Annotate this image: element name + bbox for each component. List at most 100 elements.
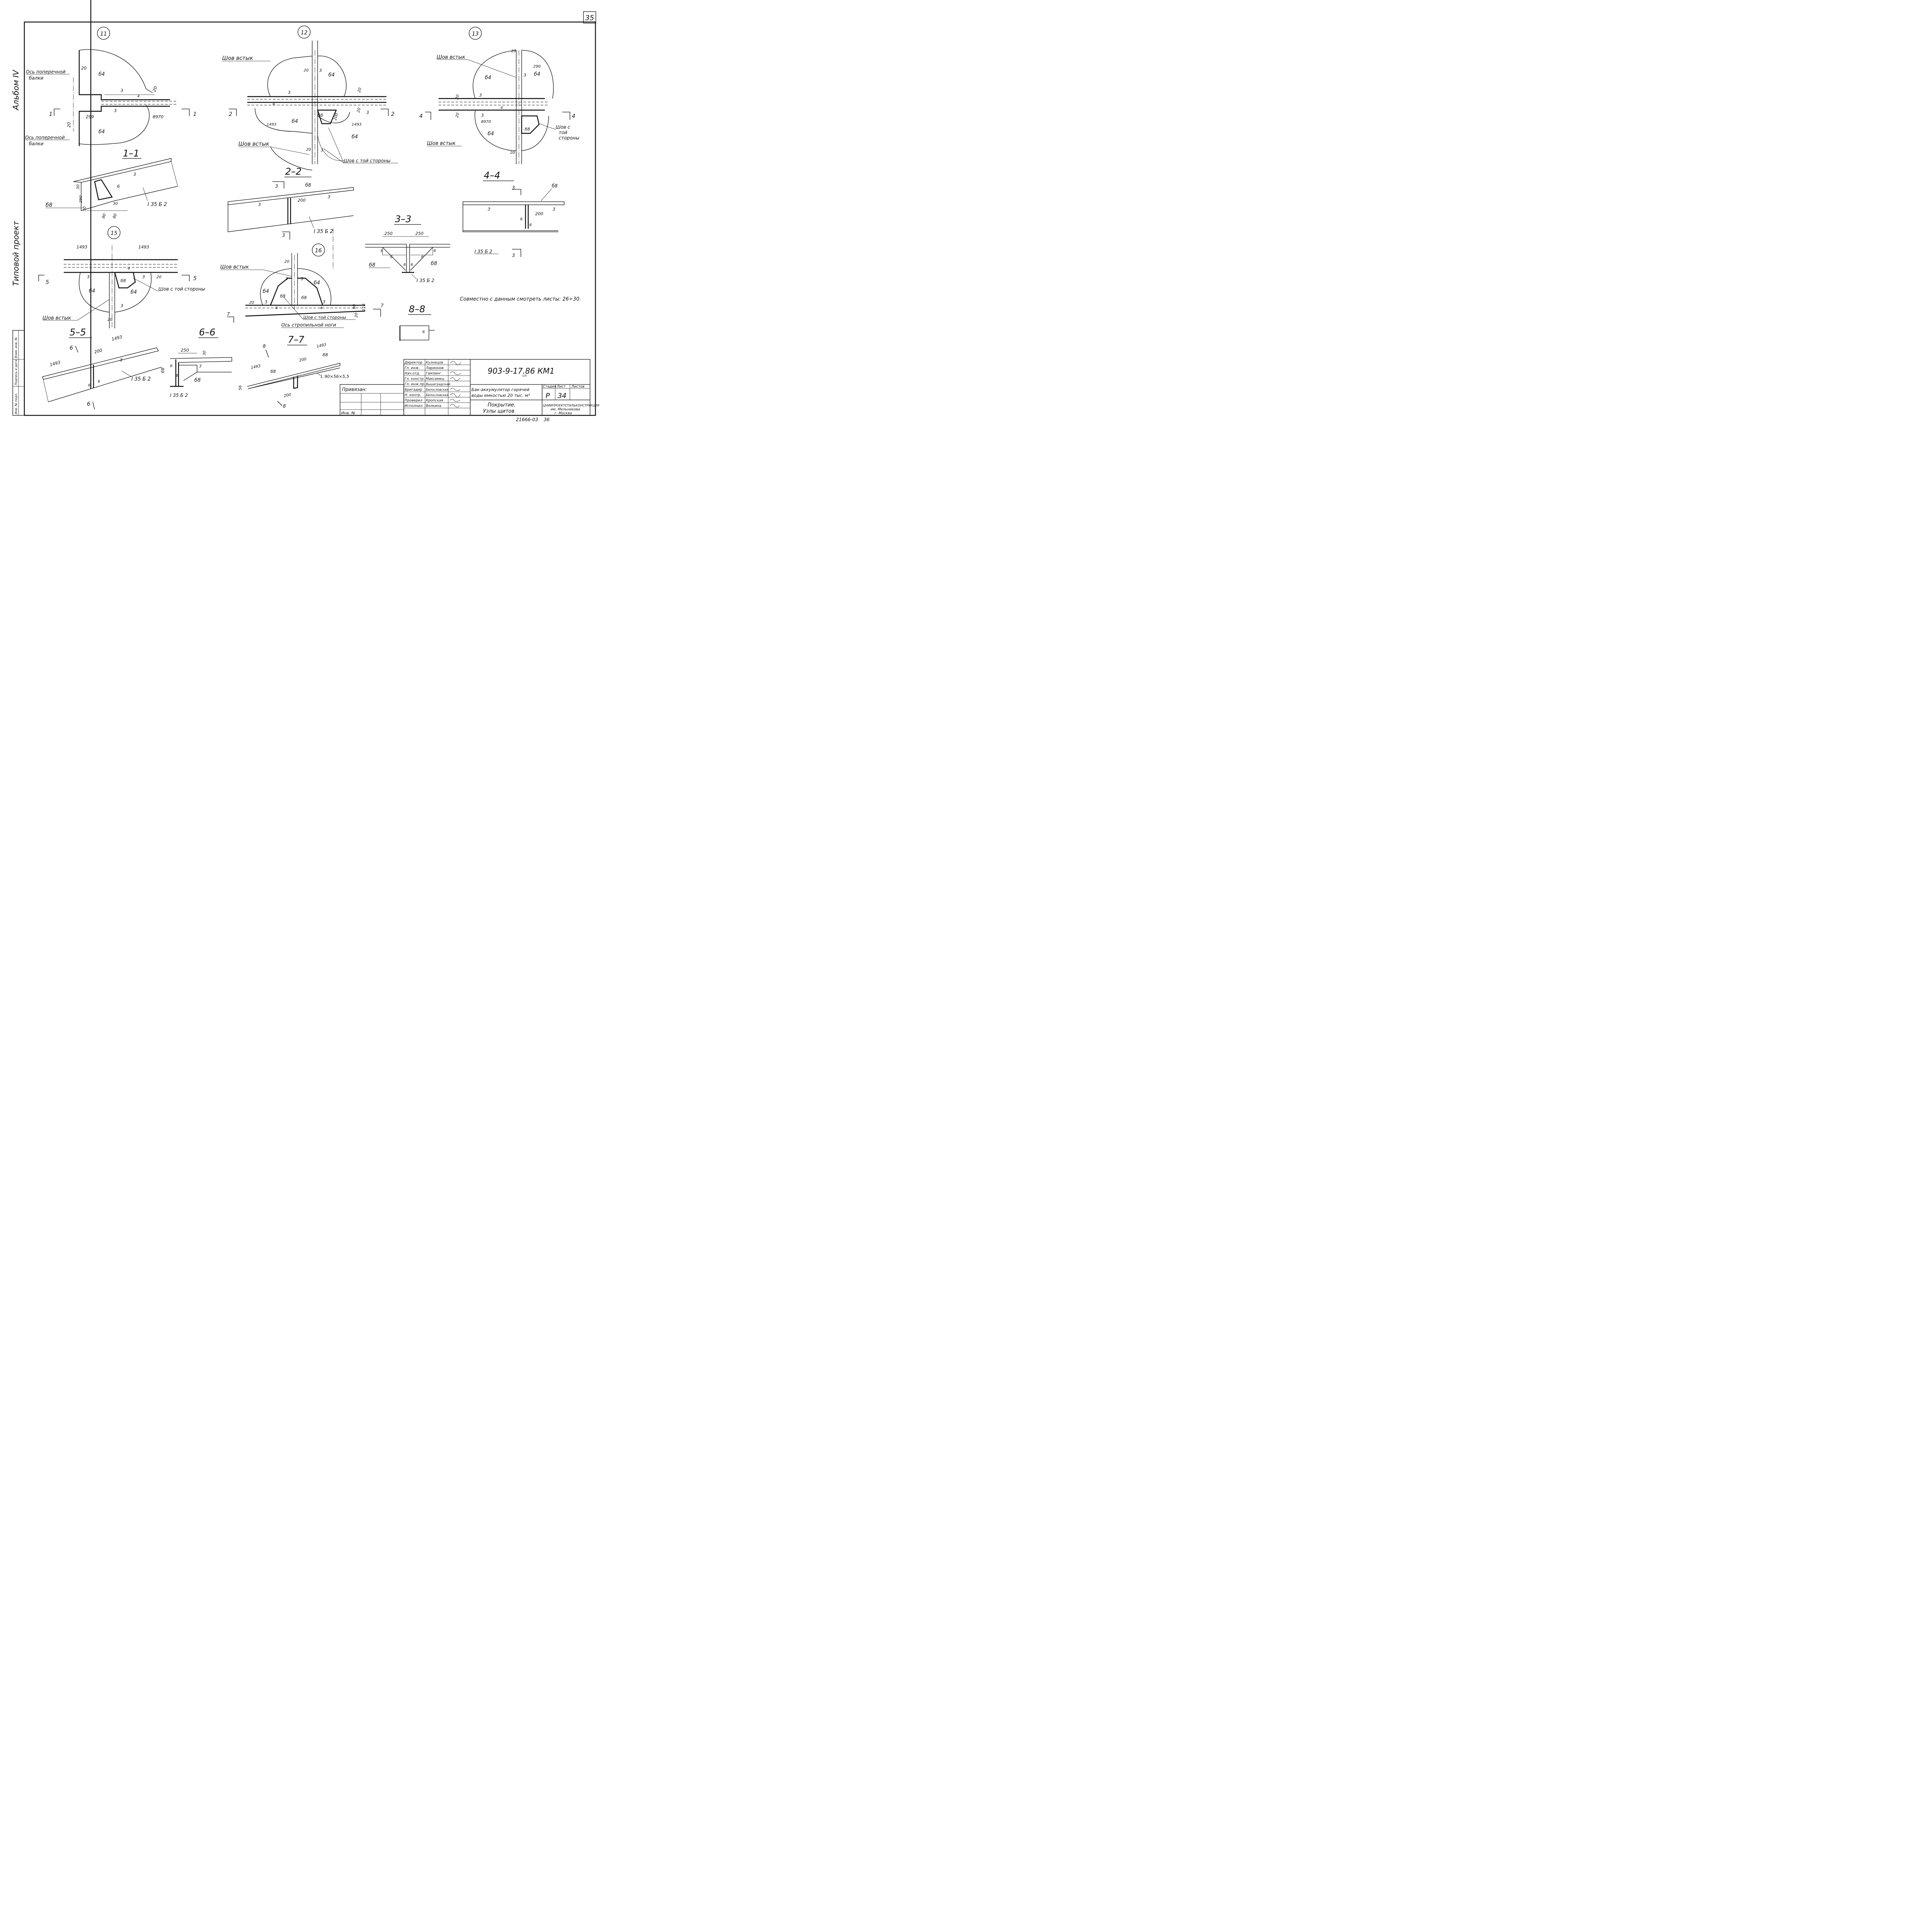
dim-text: 6 [117, 184, 120, 189]
org-name: им. Мельникова [551, 408, 580, 412]
plate-label: б8 [323, 352, 328, 357]
side-stamp-cell: Подпись и дата [14, 360, 18, 385]
dim-text: 3 [285, 276, 288, 281]
dim-text: 30 [83, 206, 87, 211]
dim-text: 7 [199, 364, 202, 369]
weld-label: Шов с той стороны [344, 158, 391, 163]
node-16-detail: 16 20 3 3 б4 б4 б8 б8 3 3 4 4 20 90 110 … [220, 243, 384, 328]
dim-text: 1493 [111, 334, 122, 342]
dim-text: 1493 [138, 245, 149, 250]
dim-text: 290 [79, 196, 83, 203]
dim-text: 250 [384, 231, 393, 236]
plate-label: б4 [485, 75, 491, 81]
dim-text: 3 [265, 299, 267, 304]
stage-value: Р [546, 392, 550, 400]
dim-text: 4 [500, 106, 503, 110]
section-title: 4–4 [484, 170, 500, 181]
dim-text: 200 [333, 112, 339, 121]
name-cell: Вышеградский [426, 383, 450, 386]
plate-label: б8 [194, 378, 201, 383]
section-4-4: 4–4 3 б8 3 3 200 6 6 I 35 Б 2 3 [463, 170, 565, 258]
dim-text: 20 [107, 318, 112, 322]
weld-label: Шов встык [220, 264, 249, 270]
cut-mark: 7 [381, 303, 384, 308]
plate-label: б4 [131, 289, 137, 295]
plate-label: б8 [305, 182, 311, 188]
node-label: 13 [472, 31, 479, 37]
dim-text: 6 [529, 223, 532, 227]
dim-text: 3 [321, 148, 323, 153]
role-cell: Директор [404, 361, 422, 365]
role-cell: Проверил [405, 399, 422, 403]
dim-text: 20 [357, 87, 362, 93]
dim-text: 200 [94, 348, 103, 355]
archive-number: 21666-03 [516, 417, 538, 422]
dim-text: 6 [411, 263, 413, 267]
dim-text: 20 [304, 68, 309, 73]
side-stamp: Инв. № подл. Подпись и дата Взам. инв. № [12, 330, 25, 416]
dim-text: 3 [366, 110, 369, 115]
name-cell: Гамлинг [426, 372, 441, 376]
dim-text: 3 [323, 299, 325, 304]
side-stamp-cell: Взам. инв. № [14, 337, 18, 358]
section-6-6: 6–6 250 30 б8 6 6 7 б8 I 35 Б 2 [160, 327, 232, 398]
node-label: 16 [315, 248, 322, 254]
dim-text: 4 [128, 267, 130, 271]
archive-page: 36 [544, 417, 550, 422]
plate-label: б8 [318, 113, 323, 118]
dim-text: 20 [455, 94, 460, 100]
dim-text: 8970 [153, 114, 163, 119]
cut-mark: 3 [512, 253, 515, 258]
section-title: 1–1 [123, 148, 139, 159]
dim-text: 4 [275, 306, 277, 310]
dim-text: 110 [362, 304, 366, 311]
cut-mark: 3 [275, 184, 278, 189]
cut-mark: 5 [46, 279, 49, 286]
dim-text: 3 [481, 113, 484, 118]
beam-label: I 35 Б 2 [417, 278, 434, 283]
name-cell: Волкина [426, 404, 441, 408]
dim-text: 1493 [316, 343, 327, 349]
section-title: 7–7 [288, 334, 304, 345]
dim-text: 299 [86, 114, 94, 119]
weld-label: Шов с той стороны [303, 315, 346, 320]
beam-label: I 35 Б 2 [474, 249, 492, 254]
name-cell: Максимец [426, 377, 444, 381]
plate-label: б8 [46, 202, 53, 208]
dim-text: 200 [283, 393, 291, 398]
plate-label: б8 [121, 278, 126, 283]
sheet-value: 34 [558, 392, 566, 400]
cut-mark: 1 [49, 111, 53, 117]
beam-label: I 35 Б 2 [314, 229, 333, 235]
dim-text: 6 [390, 255, 393, 259]
axis-label: Ось поперечной [26, 69, 66, 75]
plate-label: б4 [328, 72, 335, 78]
node-label: 12 [301, 30, 308, 36]
dim-text: 20 [249, 301, 254, 305]
plate-label: б4 [89, 288, 95, 294]
sheets-header: Листов [571, 385, 585, 389]
section-title: 2–2 [285, 166, 302, 177]
dim-text: 3 [301, 276, 303, 281]
axis-label: балки [29, 141, 44, 146]
stage-header: Стадия [543, 385, 556, 389]
dim-text: 3 [553, 207, 555, 212]
axis-label: балки [29, 75, 44, 81]
dim-text: 80 [101, 213, 107, 219]
dim-text: 4 [272, 102, 275, 106]
section-3-3: 3–3 250 250 6 6 6 6 6 6 б8 б8 I 35 Б 2 [365, 214, 450, 283]
page-number: 35 [585, 14, 594, 22]
dim-text: 20 [81, 66, 87, 71]
node-11-detail: 11 20 б4 3 4 3 20 299 8970 б4 20 Ось поп… [25, 27, 197, 146]
sheet-header: Лист [556, 385, 566, 389]
node-13-detail: 13 20 290 б4 б4 3 3 4 3 8970 20 20 б8 б4… [419, 27, 579, 164]
axis-label: Ось поперечной [25, 135, 65, 140]
dim-text: 20 [66, 122, 71, 128]
cut-mark: 2 [391, 111, 395, 117]
dim-text: 1493 [267, 122, 276, 127]
cut-mark: 8 [283, 403, 286, 409]
section-title: 3–3 [395, 214, 412, 224]
document-code: 903-9-17.86 КМ1 [488, 366, 554, 376]
weld-label: Шов встык [43, 315, 71, 321]
dim-text: 3 [479, 93, 482, 98]
